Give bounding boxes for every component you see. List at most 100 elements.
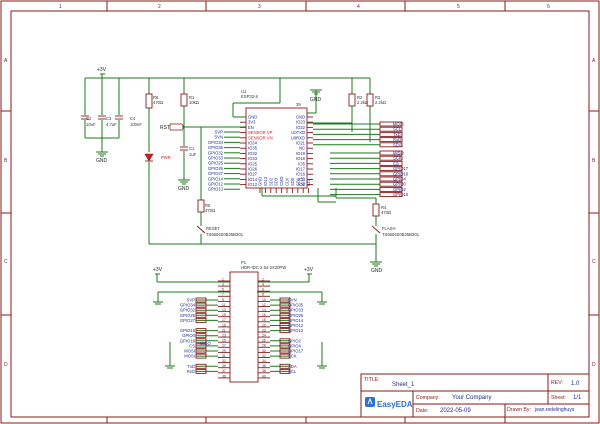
r2-body bbox=[348, 93, 356, 107]
c3-value: 4.7uF bbox=[106, 122, 117, 127]
c3-ref: C3 bbox=[106, 116, 112, 121]
sheet-title: Sheet_1 bbox=[392, 382, 415, 388]
esp-left-pin-label: IO27 bbox=[248, 172, 258, 177]
gnd-label-flash: GND bbox=[371, 268, 383, 274]
esp-right-pin-label: IO19 bbox=[296, 151, 306, 156]
easyeda-logo-text: EasyEDA bbox=[377, 400, 413, 409]
title-label: TITLE: bbox=[364, 377, 380, 383]
header-right-pin-number: 34 bbox=[262, 359, 266, 363]
row-label-d: D bbox=[4, 362, 8, 368]
r6-value: 470Ω bbox=[153, 100, 163, 105]
r1-value: 10kΩ bbox=[189, 100, 199, 105]
esp-right-pins: GNDIO23IO22U0TXDU0RXDIO21NCIO19IO18IO5IO… bbox=[291, 115, 313, 187]
esp-left-pin-label: SENSOR VP bbox=[248, 130, 273, 135]
esp-bottom-pin-label: SD0 bbox=[290, 177, 295, 186]
esp-left-pin-label: GND bbox=[248, 115, 257, 120]
header-left-net-label: MOSI bbox=[184, 349, 195, 354]
col-label-3: 3 bbox=[258, 4, 261, 10]
header-right-net-label: SCK bbox=[288, 354, 297, 359]
p1-body bbox=[229, 271, 259, 383]
r5-ref: R5 bbox=[205, 203, 211, 208]
c4-ref: C4 bbox=[130, 116, 136, 121]
r1-ref: R1 bbox=[189, 95, 195, 100]
c4-value: 100nF bbox=[130, 122, 142, 127]
header-right-pin-number: 14 bbox=[262, 308, 266, 312]
led-icon bbox=[144, 153, 154, 162]
esp-left-pin-label: SENSOR VN bbox=[248, 135, 273, 140]
header-left-pin-number: 25 bbox=[222, 339, 226, 343]
esp-right-net-label: GPIO15 bbox=[393, 192, 409, 197]
header-left-pin-number: 21 bbox=[222, 328, 226, 332]
esp-left-net-label: GPIO12 bbox=[208, 182, 224, 187]
esp-left-net-label: GPIO35 bbox=[208, 145, 224, 150]
row-label-c-right: C bbox=[592, 259, 596, 265]
esp-right-pin-label: IO5 bbox=[298, 161, 305, 166]
power-section: +3V C2 10uF C3 4.7uF C4 100nF GND R6 470… bbox=[81, 67, 376, 245]
esp-left-net-label: GPIO25 bbox=[208, 161, 224, 166]
c2-ref: C2 bbox=[86, 116, 92, 121]
header-right-pin-number: 4 bbox=[262, 283, 264, 287]
esp-right-pin-label: IO18 bbox=[296, 156, 306, 161]
led-label: PWR bbox=[161, 155, 171, 160]
header-left-pin-number: 19 bbox=[222, 323, 226, 327]
header-left-net-label: GPIO25 bbox=[180, 313, 196, 318]
r5-body bbox=[197, 199, 205, 213]
esp-right-pin-label: IO22 bbox=[296, 125, 306, 130]
header-right-pin-number: 6 bbox=[262, 288, 264, 292]
row-label-d-right: D bbox=[592, 362, 596, 368]
u1-ref: U1 bbox=[241, 89, 247, 94]
header-right-net-label: SCL bbox=[288, 369, 297, 374]
esp-bottom-pin-label: SD1 bbox=[295, 177, 300, 186]
header-left-net-label: GPIO27 bbox=[180, 318, 196, 323]
power-3v-left: +3V bbox=[153, 267, 163, 273]
header-right-net-label: GPIO35 bbox=[288, 303, 304, 308]
col-label-1: 1 bbox=[59, 4, 62, 10]
esp-right-pin-label: IO17 bbox=[296, 167, 306, 172]
r6-ref: R6 bbox=[153, 95, 159, 100]
row-label-c: C bbox=[4, 259, 8, 265]
power-3v-right: +3V bbox=[304, 267, 314, 273]
header-right-pin-number: 10 bbox=[262, 298, 266, 302]
sheet-label: Sheet: bbox=[551, 395, 566, 401]
esp-left-net-label: GPIO27 bbox=[208, 171, 224, 176]
header-left-net-label: SVP bbox=[187, 298, 196, 303]
header-right-pin-number: 28 bbox=[262, 344, 266, 348]
header-right-pins: 246810121416182022242628303234363840SVNG… bbox=[258, 277, 304, 379]
header-left-pin-number: 37 bbox=[222, 369, 226, 373]
header-right-net-label: GPIO2 bbox=[288, 338, 301, 343]
header-right-pin-number: 24 bbox=[262, 334, 266, 338]
header-left-pin-number: 7 bbox=[222, 293, 224, 297]
esp-bottom-pin-label: CLK bbox=[285, 178, 290, 186]
gnd-label-esp: GND bbox=[310, 97, 322, 103]
esp-bottom-pin-label: IO13 bbox=[263, 176, 268, 186]
rst-flag bbox=[169, 123, 185, 131]
esp-right-net-label: SCL bbox=[393, 127, 402, 132]
drawn-by-value: jean.redelinghuys bbox=[534, 407, 575, 413]
header-left-pin-number: 31 bbox=[222, 354, 226, 358]
header-right-pin-number: 20 bbox=[262, 323, 266, 327]
r5-value: 470Ω bbox=[205, 208, 215, 213]
col-label-5: 5 bbox=[457, 4, 460, 10]
esp-right-net-label: GPIO0 bbox=[393, 182, 406, 187]
date-value: 2022-05-09 bbox=[440, 408, 471, 414]
esp-right-pin-label: NC bbox=[299, 146, 305, 151]
col-label-6: 6 bbox=[547, 4, 550, 10]
header-right-pin-number: 18 bbox=[262, 318, 266, 322]
header-left-net-label: MOSI bbox=[184, 354, 195, 359]
col-label-2: 2 bbox=[158, 4, 161, 10]
header-right-pin-number: 30 bbox=[262, 349, 266, 353]
header-right-net-label: GPIO4 bbox=[288, 343, 301, 348]
esp-left-net-label: SVP bbox=[215, 130, 224, 135]
date-label: Date: bbox=[416, 408, 428, 414]
header-left-net-label: CS bbox=[189, 343, 195, 348]
esp-right-net-label: SDA bbox=[393, 142, 402, 147]
esp-right-net-label: RxD bbox=[393, 137, 401, 142]
header-left-pins: 13579111315171921232527293133353739SVPGP… bbox=[180, 277, 230, 379]
header-left-pin-number: 35 bbox=[222, 364, 226, 368]
header-right-pin-number: 22 bbox=[262, 328, 266, 332]
reset-value: TS6604S0B25B201 bbox=[206, 232, 244, 237]
header-left-net-label: TxD bbox=[187, 364, 195, 369]
